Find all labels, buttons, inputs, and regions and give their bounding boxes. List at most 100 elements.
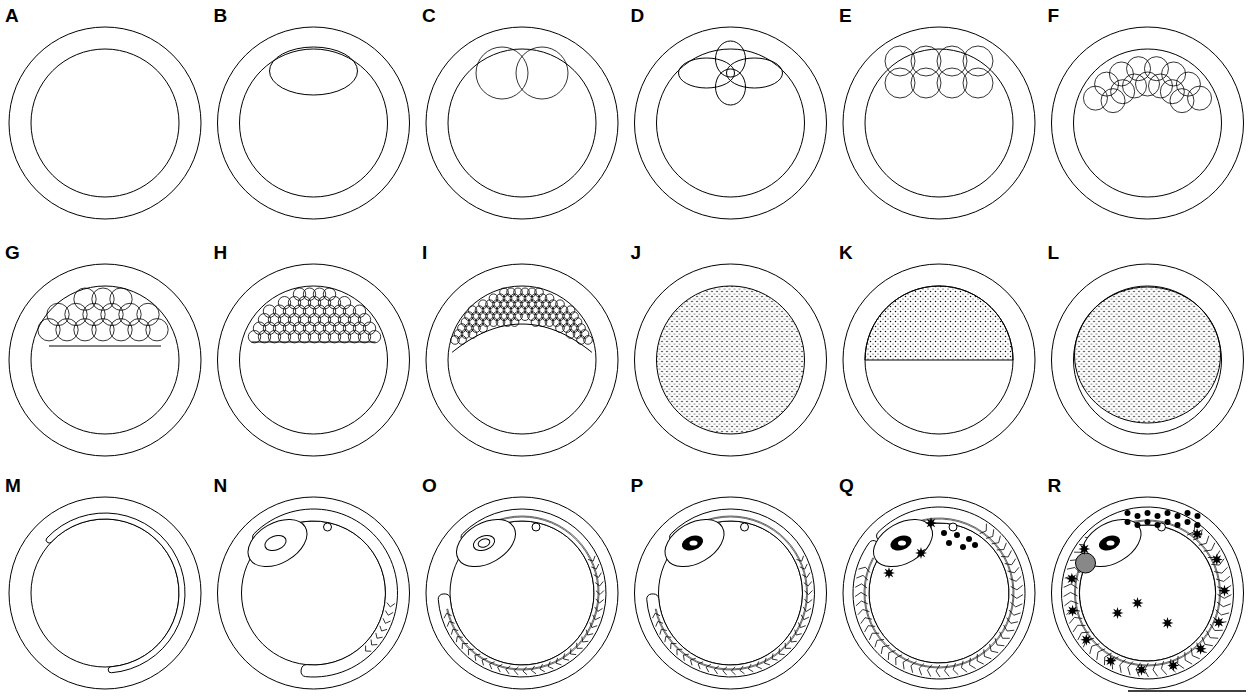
somite	[595, 581, 603, 585]
chorion	[1052, 27, 1244, 219]
yolk	[865, 49, 1013, 197]
blastomere	[1127, 57, 1151, 81]
blastomere	[348, 331, 360, 343]
blastomere	[65, 303, 87, 325]
somite	[740, 666, 745, 674]
panel-letter: L	[1048, 243, 1060, 262]
somite	[1216, 610, 1230, 615]
yolk	[865, 286, 1013, 434]
pigment-dot	[1175, 513, 1181, 519]
somite	[714, 666, 718, 674]
somite	[1217, 602, 1231, 607]
somite	[953, 663, 958, 675]
melanophore	[1066, 573, 1078, 585]
somite	[706, 664, 711, 672]
somite	[804, 599, 812, 603]
somite	[919, 663, 924, 675]
embryo-stage	[1052, 27, 1244, 219]
pigment-dot	[1145, 510, 1151, 516]
somite	[858, 609, 870, 614]
somite	[596, 599, 604, 603]
somite	[1073, 625, 1085, 632]
pigment-dot	[946, 540, 952, 546]
panel-letter: K	[839, 243, 853, 262]
somite	[490, 662, 495, 669]
yolk	[448, 286, 596, 434]
somite	[591, 564, 598, 569]
pigment-dot	[1125, 519, 1131, 525]
panel-letter: F	[1048, 6, 1060, 25]
eye	[471, 533, 496, 554]
somite	[387, 603, 395, 607]
somite	[665, 637, 671, 643]
head	[448, 510, 523, 577]
somite	[858, 567, 870, 572]
chorion	[218, 27, 410, 219]
blastomere	[298, 331, 310, 343]
embryo-stage	[9, 264, 201, 456]
somite	[798, 622, 805, 627]
blastomere	[911, 68, 941, 98]
embryo-stage	[218, 27, 410, 219]
blastomere	[584, 336, 593, 345]
somite	[595, 607, 603, 612]
chorion	[843, 27, 1035, 219]
panel-letter: O	[422, 476, 437, 495]
somite	[531, 666, 536, 674]
chorion	[1052, 264, 1244, 456]
somite	[590, 622, 597, 627]
blastomere	[476, 47, 528, 99]
panel-letter: R	[1048, 476, 1062, 495]
blastomere	[268, 331, 280, 343]
somite	[790, 637, 796, 642]
somite	[757, 661, 762, 668]
otic-vesicle	[741, 523, 749, 531]
otic-vesicle	[324, 523, 332, 531]
melanophore	[1211, 553, 1223, 565]
somite	[660, 629, 667, 634]
blastomere	[1122, 74, 1146, 98]
blastomere	[516, 47, 568, 99]
blastomere	[83, 303, 105, 325]
blastomere	[885, 68, 915, 98]
somite	[723, 667, 727, 675]
somite	[1161, 661, 1166, 675]
blastoderm	[657, 286, 805, 434]
somite	[582, 637, 588, 642]
head	[865, 510, 940, 577]
embryo-stage	[426, 264, 618, 456]
somite	[1005, 559, 1016, 565]
somite	[376, 633, 383, 638]
melanophore	[1080, 634, 1092, 646]
embryo-stage	[9, 497, 201, 689]
somite	[977, 654, 984, 664]
pigment-dot	[1165, 519, 1171, 525]
embryo-body	[1061, 507, 1233, 679]
chorion	[9, 27, 201, 219]
somite	[514, 667, 518, 675]
eye	[680, 533, 705, 554]
blastomere	[716, 69, 746, 105]
somite	[596, 590, 604, 594]
somite	[1064, 601, 1078, 606]
somite	[564, 654, 570, 661]
embryo-stage	[218, 264, 410, 456]
yolk	[1080, 525, 1216, 661]
somite	[1216, 576, 1230, 581]
somite	[506, 666, 510, 674]
somite	[683, 654, 688, 661]
somite	[772, 654, 778, 661]
somite	[795, 630, 802, 635]
melanophore	[1067, 605, 1079, 617]
somite	[1128, 661, 1133, 675]
somite	[556, 658, 561, 665]
blastomere	[146, 319, 168, 341]
panel-letter: N	[214, 476, 228, 495]
oil-globule	[1076, 553, 1096, 573]
somite	[462, 643, 468, 649]
chorion	[1052, 497, 1244, 689]
somite	[992, 536, 1001, 544]
pigment-dot	[1195, 513, 1201, 519]
somite	[875, 640, 884, 648]
